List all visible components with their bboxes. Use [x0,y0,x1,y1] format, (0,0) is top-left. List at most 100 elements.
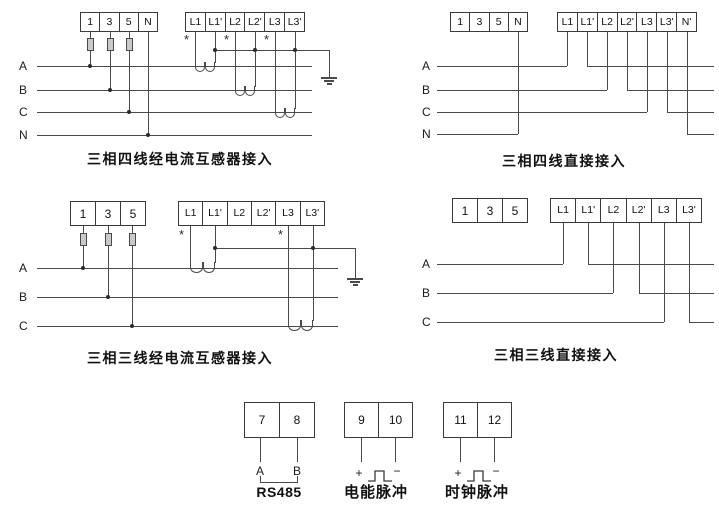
polarity-mark: * [224,32,230,47]
pulse-plus-label: + [355,466,363,480]
terminal-cell: N' [676,13,696,31]
terminal-block-current: L1 L1' L2 L2' L3 L3' N' [557,12,697,32]
terminal-cell: 3 [99,13,118,31]
wire [361,438,362,462]
rs485-pin-b: B [292,464,301,478]
wire [437,322,664,323]
wire [647,32,648,112]
diagram-caption: 三相四线直接接入 [502,153,626,169]
ct-coil [203,262,215,273]
terminal-cell: 11 [454,413,467,427]
phase-label: B [422,83,431,97]
wire [260,438,261,462]
phase-label: B [19,83,28,97]
terminal-cell: L3 [264,13,284,31]
wire [437,264,563,265]
wire [37,297,338,298]
wire [215,50,329,51]
phase-label: C [19,319,28,333]
terminal-cell: L1' [204,13,225,31]
diagram-caption: 三相四线经电流互感器接入 [87,151,273,167]
wire [255,32,256,87]
wire [195,32,196,63]
polarity-mark: * [184,32,190,47]
wire [437,134,518,135]
wire [667,32,668,112]
wire [667,112,714,113]
terminal-cell: 1 [461,203,469,218]
terminal-cell: N [507,13,527,31]
terminal-cell: 3 [477,199,502,222]
terminal-cell: L1 [557,204,569,217]
wire [235,32,236,87]
junction-dot [146,133,150,137]
phase-label: A [19,59,28,73]
terminal-block-voltage: 1 3 5 N [80,12,158,32]
energy-pulse-caption: 电能脉冲 [343,484,409,501]
terminal-cell: L2 [226,202,251,225]
wire [689,223,690,322]
wire [587,32,588,66]
phase-label: N [19,128,28,142]
wire [297,438,298,462]
wire [215,32,216,63]
terminal-cell: L3' [299,202,324,225]
terminal-cell: L2' [616,13,637,31]
wire [437,293,613,294]
terminal-cell: L1' [576,13,597,31]
phase-label: C [422,315,431,329]
ct-coil [301,320,313,331]
junction-dot [293,48,297,52]
phase-label: C [422,105,431,119]
ct-coil [288,320,301,331]
phase-label: A [19,261,28,275]
phase-label: B [422,286,431,300]
terminal-block-current: L1 L1' L2 L2' L3 L3' [178,201,325,226]
phase-label: A [422,257,431,271]
terminal-cell: L1 [189,15,202,28]
wire [215,248,355,249]
wire [132,226,133,326]
polarity-mark: * [179,227,185,242]
polarity-mark: * [264,32,270,47]
junction-dot [106,295,110,299]
terminal-block-current: L1 L1' L2 L2' L3 L3' [550,198,702,223]
terminal-cell: 1 [79,206,87,221]
wire [215,226,216,263]
ct-coil [245,86,255,96]
wire [563,223,564,264]
terminal-cell: N [137,13,157,31]
terminal-cell: L3' [656,13,676,31]
fuse [80,233,87,246]
wire [518,32,519,134]
wire [689,322,714,323]
wire [395,438,396,462]
terminal-cell: L3' [675,199,701,222]
phase-label: A [422,59,431,73]
wire [437,112,647,113]
wire [275,32,276,109]
wire [627,90,714,91]
wire [587,66,714,67]
terminal-cell: 8 [279,403,314,437]
wire [83,226,84,268]
diagram-caption: 三相三线直接接入 [494,347,618,363]
wire [108,226,109,297]
terminal-cell: L2 [596,13,617,31]
wire [639,223,640,293]
ct-coil [205,62,215,72]
junction-dot [88,64,92,68]
junction-dot [108,88,112,92]
terminal-cell: L1 [184,207,197,220]
terminal-cell: 7 [258,413,266,427]
terminal-cell: 1 [87,15,94,28]
fuse [126,38,133,51]
terminal-cell: L2' [625,199,651,222]
phase-label: N [422,127,431,141]
phase-label: C [19,105,28,119]
wire [588,223,589,264]
wire [37,90,312,91]
terminal-cell: L1' [575,199,600,222]
terminal-cell: L3 [636,13,656,31]
